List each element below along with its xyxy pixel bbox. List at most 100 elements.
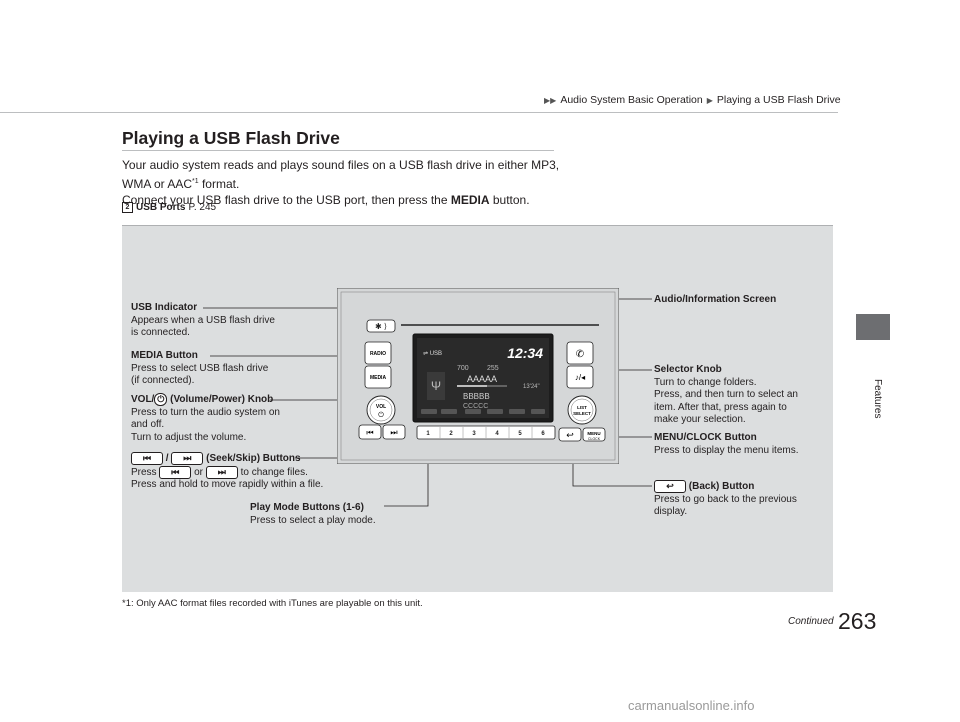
- selector-knob[interactable]: LIST SELECT: [567, 395, 597, 425]
- cross-reference-link[interactable]: 2 USB Ports P. 245: [122, 202, 216, 213]
- svg-text:700: 700: [457, 365, 469, 372]
- svg-text:MENU: MENU: [587, 431, 600, 436]
- phone-button[interactable]: ✆: [566, 341, 594, 365]
- svg-text:CCCCC: CCCCC: [463, 403, 488, 410]
- callout-back-button: ↩ (Back) Button Press to go back to the …: [654, 480, 797, 519]
- media-keyword: MEDIA: [450, 193, 490, 207]
- svg-text:RADIO: RADIO: [370, 351, 386, 357]
- callout-line: Press to select a play mode.: [250, 514, 376, 526]
- phone-icon: ✆: [576, 349, 584, 360]
- intro-line: WMA or AAC*1 format.: [122, 174, 572, 193]
- usb-icon: Ψ: [431, 379, 441, 393]
- skip-forward-button[interactable]: ⏭: [382, 424, 406, 440]
- breadcrumb-item[interactable]: Audio System Basic Operation: [560, 94, 703, 106]
- callout-line: display.: [654, 506, 688, 518]
- page-number: 263: [838, 608, 877, 634]
- hangup-button[interactable]: ♪/◂: [566, 365, 594, 389]
- menu-clock-button[interactable]: MENU CLOCK: [582, 427, 606, 442]
- intro-text: Your audio system reads and plays sound …: [122, 157, 572, 209]
- callout-heading: Audio/Information Screen: [654, 294, 777, 305]
- side-tab: [856, 314, 890, 340]
- audio-unit-illustration: ✱ ⟩ RADIO MEDIA VOL ⏻ ⏮ ⏭ ⇌ USB 12:34 Ψ …: [337, 288, 619, 464]
- breadcrumb-arrow-icon: ▶: [706, 95, 713, 105]
- intro-text-b: format.: [198, 176, 240, 191]
- skip-back-icon: ⏮: [131, 452, 163, 465]
- callout-line: and off.: [131, 419, 165, 431]
- callout-vol-knob: VOL/⏻ (Volume/Power) Knob Press to turn …: [131, 393, 280, 444]
- svg-text:✱ ⟩: ✱ ⟩: [375, 322, 387, 331]
- callout-media-button: MEDIA Button Press to select USB flash d…: [131, 350, 268, 388]
- callout-heading: VOL/⏻ (Volume/Power) Knob: [131, 393, 280, 407]
- callout-seek-skip: ⏮ / ⏭ (Seek/Skip) Buttons Press ⏮ or ⏭ t…: [131, 452, 323, 492]
- intro-line: Connect your USB flash drive to the USB …: [122, 192, 572, 209]
- preset-6: 6: [541, 431, 545, 437]
- vol-knob[interactable]: VOL ⏻: [366, 395, 396, 425]
- power-icon: ⏻: [154, 393, 168, 406]
- skip-forward-icon: ⏭: [205, 465, 238, 479]
- callout-heading: Selector Knob: [654, 364, 722, 375]
- intro-text-a: Connect your USB flash drive to the USB …: [122, 193, 451, 207]
- callout-line: Turn to change folders.: [654, 376, 757, 388]
- intro-text-a: WMA or AAC: [122, 176, 193, 191]
- power-icon: ⏻: [378, 411, 384, 419]
- callout-line: Appears when a USB flash drive: [131, 314, 275, 326]
- audio-information-screen: ⇌ USB 12:34 Ψ 700 255 AAAAA 13'24" BBBBB…: [412, 333, 554, 423]
- back-icon: ↩: [566, 430, 574, 440]
- ref-page: P. 245: [188, 202, 217, 213]
- callout-line: Press to go back to the previous: [654, 493, 797, 505]
- callout-menu-clock: MENU/CLOCK Button Press to display the m…: [654, 432, 799, 457]
- preset-3: 3: [472, 431, 476, 437]
- preset-buttons[interactable]: 1 2 3 4 5 6: [416, 425, 556, 440]
- callout-audio-screen: Audio/Information Screen: [654, 294, 776, 307]
- intro-line: Your audio system reads and plays sound …: [122, 158, 560, 172]
- reference-icon: 2: [122, 202, 133, 213]
- svg-text:255: 255: [487, 365, 499, 372]
- skip-forward-icon: ⏭: [171, 452, 204, 465]
- svg-text:VOL: VOL: [376, 404, 386, 410]
- skip-forward-icon: ⏭: [390, 428, 397, 437]
- watermark: carmanualsonline.info: [628, 698, 755, 713]
- callout-heading: Play Mode Buttons (1-6): [250, 502, 364, 513]
- callout-line: item. After that, press again to: [654, 401, 787, 413]
- callout-heading: MENU/CLOCK Button: [654, 432, 757, 443]
- seek-back-button[interactable]: ⏮: [358, 424, 382, 440]
- page-title: Playing a USB Flash Drive: [122, 128, 340, 148]
- callout-line: make your selection.: [654, 414, 746, 425]
- breadcrumb: ▶▶ Audio System Basic Operation ▶ Playin…: [544, 94, 841, 106]
- breadcrumb-item[interactable]: Playing a USB Flash Drive: [716, 94, 841, 106]
- callout-line: Press ⏮ or ⏭ to change files.: [131, 465, 323, 480]
- media-button[interactable]: MEDIA: [364, 365, 392, 389]
- callout-line: is connected.: [131, 327, 190, 338]
- heading-sep: /: [163, 453, 172, 465]
- header-rule: [0, 112, 838, 113]
- callout-heading-a: VOL/: [131, 394, 155, 406]
- callout-heading: ↩ (Back) Button: [654, 480, 797, 494]
- callout-line: Press, and then turn to select an: [654, 389, 798, 400]
- callout-heading: USB Indicator: [131, 302, 198, 313]
- svg-text:MEDIA: MEDIA: [370, 375, 387, 381]
- line-or: or: [191, 466, 206, 478]
- preset-2: 2: [449, 431, 453, 437]
- svg-text:13'24": 13'24": [523, 384, 540, 390]
- callout-selector-knob: Selector Knob Turn to change folders. Pr…: [654, 364, 798, 427]
- preset-5: 5: [518, 431, 522, 437]
- callout-heading-b: (Seek/Skip) Buttons: [203, 453, 301, 465]
- hazard-button[interactable]: ✱ ⟩: [366, 319, 396, 333]
- callout-heading: MEDIA Button: [131, 350, 198, 361]
- back-button[interactable]: ↩: [558, 427, 582, 442]
- callout-heading-b: (Back) Button: [686, 481, 755, 493]
- preset-4: 4: [495, 431, 499, 437]
- callout-usb-indicator: USB Indicator Appears when a USB flash d…: [131, 302, 275, 340]
- back-icon: ↩: [654, 480, 686, 493]
- line-b: to change files.: [237, 466, 308, 478]
- footnote-marker[interactable]: *1: [192, 177, 199, 185]
- svg-text:AAAAA: AAAAA: [467, 374, 497, 384]
- callout-heading-b: (Volume/Power) Knob: [167, 394, 274, 406]
- radio-button[interactable]: RADIO: [364, 341, 392, 365]
- continued-label: Continued: [788, 616, 834, 627]
- callout-line: Turn to adjust the volume.: [131, 431, 247, 443]
- line-a: Press: [131, 466, 160, 478]
- skip-back-icon: ⏮: [366, 428, 373, 437]
- callout-play-mode: Play Mode Buttons (1-6) Press to select …: [250, 502, 376, 527]
- svg-text:LIST: LIST: [577, 405, 587, 410]
